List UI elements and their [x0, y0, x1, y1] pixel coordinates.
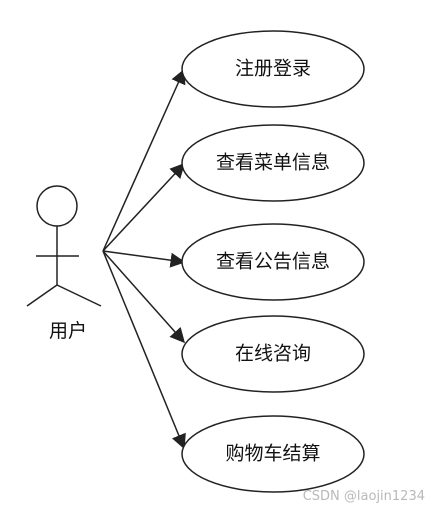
use-case-ellipse [181, 223, 365, 301]
use-case-cart-checkout: 购物车结算 [181, 415, 365, 493]
actor-right-leg-icon [56, 284, 102, 307]
use-case-ellipse [181, 124, 365, 202]
use-case-label-register-login: 注册登录 [235, 58, 311, 80]
use-case-label-view-notice-info: 查看公告信息 [216, 251, 330, 273]
use-case-label-view-menu-info: 查看菜单信息 [216, 152, 330, 174]
association-view-notice-info [102, 250, 186, 268]
use-case-online-consult: 在线咨询 [181, 315, 365, 393]
actor-head-icon [36, 185, 78, 227]
use-case-ellipse [181, 30, 365, 108]
use-case-ellipse [181, 315, 365, 393]
actor: 用户 [26, 185, 102, 342]
actor-left-leg-icon [26, 284, 58, 307]
use-case-label-cart-checkout: 购物车结算 [225, 443, 320, 465]
association-cart-checkout [102, 250, 186, 450]
associations [102, 68, 186, 450]
association-register-login [102, 68, 186, 252]
association-online-consult [102, 250, 185, 344]
use-case-register-login: 注册登录 [181, 30, 365, 108]
use-case-ellipse [181, 415, 365, 493]
actor-label: 用户 [49, 320, 87, 342]
use-case-view-notice-info: 查看公告信息 [181, 223, 365, 301]
watermark-text: CSDN @laojin1234 [303, 489, 425, 504]
use-case-view-menu-info: 查看菜单信息 [181, 124, 365, 202]
use-cases: 注册登录 查看菜单信息 查看公告信息 在线咨询 购物车结算 [181, 30, 365, 493]
association-view-menu-info [102, 162, 186, 252]
use-case-label-online-consult: 在线咨询 [235, 343, 311, 365]
